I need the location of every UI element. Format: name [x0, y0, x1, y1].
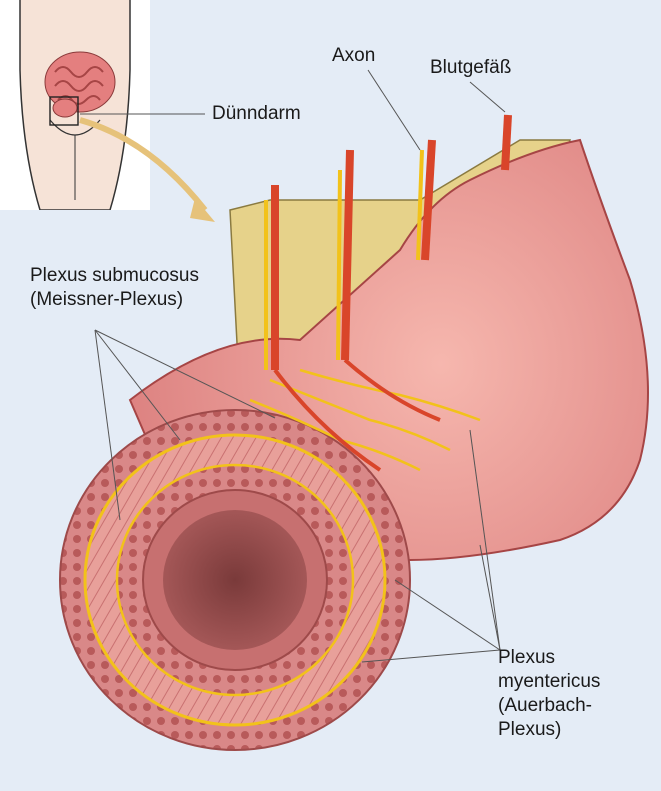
intestine-segment — [52, 98, 78, 118]
zoom-arrow — [79, 117, 208, 212]
label-duenndarm: Dünndarm — [212, 103, 301, 124]
leader-lines — [94, 69, 506, 663]
label-plexus-myentericus: Plexus myentericus (Auerbach- Plexus) — [498, 647, 601, 740]
label-axon: Axon — [332, 45, 376, 66]
label-blutgefaess: Blutgefäß — [430, 57, 512, 78]
label-plexus-submucosus: Plexus submucosus (Meissner-Plexus) — [30, 265, 199, 310]
zoom-arrowhead — [190, 198, 215, 222]
vessels — [271, 114, 512, 472]
lumen — [163, 510, 307, 650]
body-inset — [0, 0, 150, 211]
axons — [264, 149, 424, 370]
selection-box — [49, 96, 79, 126]
